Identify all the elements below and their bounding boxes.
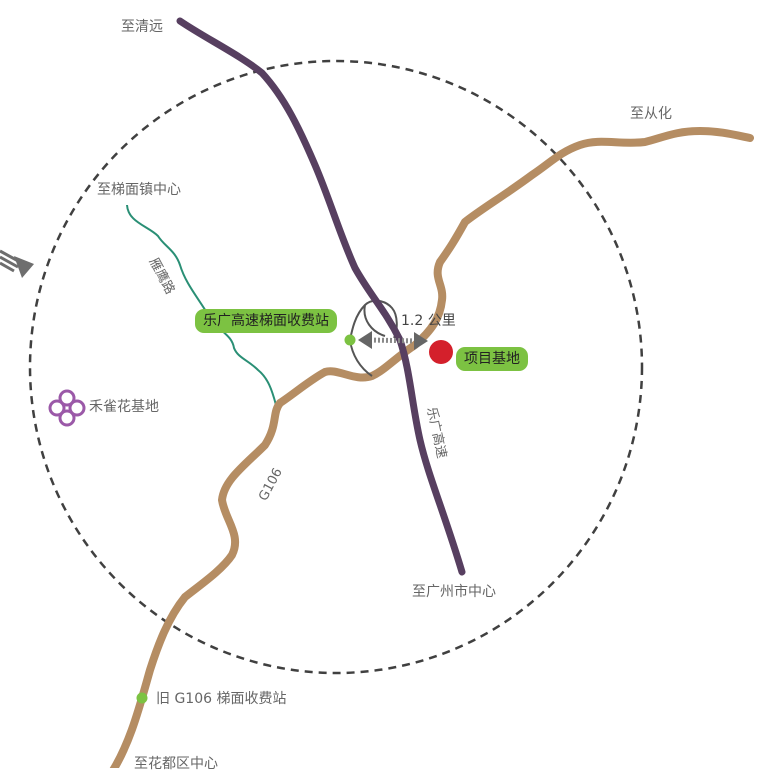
leguang-highway: [176, 17, 466, 576]
label-distance: 1.2 公里: [401, 313, 456, 329]
label-old-toll: 旧 G106 梯面收费站: [156, 691, 287, 707]
project-marker: [429, 340, 453, 364]
offscreen-arrow-icon: [0, 249, 34, 278]
g106-road: [109, 127, 754, 768]
toll-station-marker: [344, 334, 356, 346]
radius-circle: [28, 59, 644, 675]
label-to-qingyuan: 至清远: [121, 19, 163, 35]
label-to-huadu: 至花都区中心: [134, 756, 218, 772]
yanying-road: [126, 204, 277, 406]
distance-arrow-icon: [358, 331, 428, 350]
flower-icon: [48, 389, 86, 427]
old-toll-marker: [136, 692, 148, 704]
toll-station-label: 乐广高速梯面收费站: [195, 309, 337, 333]
label-to-guangzhou: 至广州市中心: [412, 584, 496, 600]
label-flower-base: 禾雀花基地: [89, 399, 159, 415]
label-to-conghua: 至从化: [630, 106, 672, 122]
project-label: 项目基地: [456, 347, 528, 371]
label-to-timian-town: 至梯面镇中心: [97, 182, 181, 198]
